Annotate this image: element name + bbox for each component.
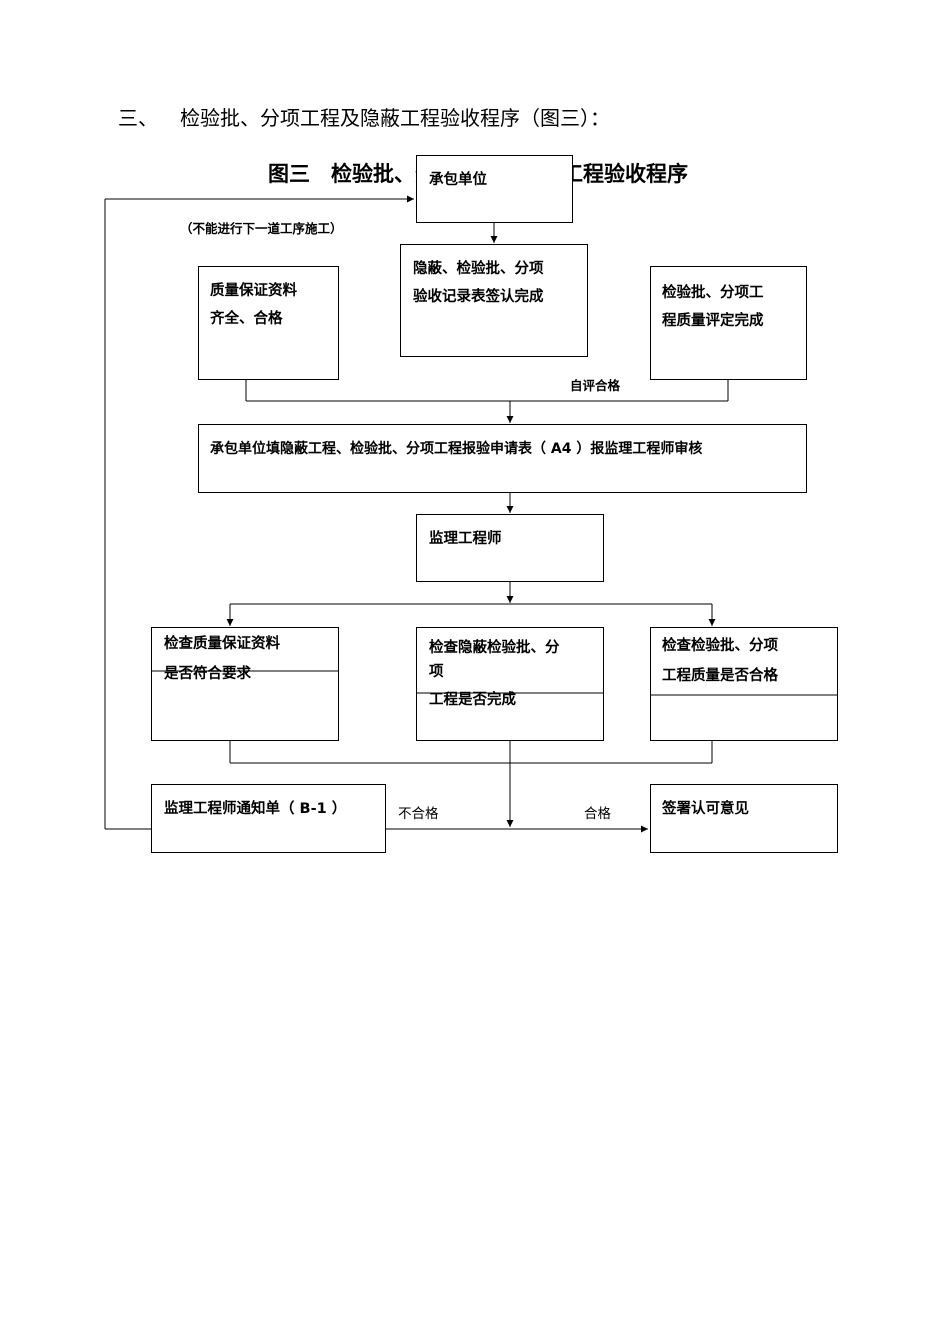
node-self-eval-line2: 程质量评定完成 <box>662 313 764 329</box>
label-self-pass: 自评合格 <box>570 378 621 393</box>
node-quality-docs-line2: 齐全、合格 <box>210 311 283 327</box>
node-check-hidden-line1: 检查隐蔽检验批、分 <box>429 640 560 656</box>
node-application-label: 承包单位填隐蔽工程、检验批、分项工程报验申请表（ A4 ）报监理工程师审核 <box>210 441 703 457</box>
node-notice: 监理工程师通知单（ B-1 ） <box>151 784 386 853</box>
node-check-quality: 检查检验批、分项 工程质量是否合格 <box>650 627 838 741</box>
section-number: 三、 <box>118 106 158 130</box>
node-supervisor-label: 监理工程师 <box>429 531 502 547</box>
label-no-next-step: （不能进行下一道工序施工） <box>180 221 343 236</box>
node-supervisor: 监理工程师 <box>416 514 604 582</box>
section-heading: 三、检验批、分项工程及隐蔽工程验收程序（图三）： <box>118 102 610 131</box>
node-contractor-label: 承包单位 <box>429 172 487 188</box>
node-check-quality-line2: 工程质量是否合格 <box>662 668 778 684</box>
node-quality-docs: 质量保证资料 齐全、合格 <box>198 266 339 380</box>
node-check-docs: 检查质量保证资料 是否符合要求 <box>151 627 339 741</box>
node-approve-label: 签署认可意见 <box>662 801 749 817</box>
node-hidden-record: 隐蔽、检验批、分项 验收记录表签认完成 <box>400 244 588 357</box>
node-hidden-record-line2: 验收记录表签认完成 <box>413 289 544 305</box>
node-approve: 签署认可意见 <box>650 784 838 853</box>
node-quality-docs-line1: 质量保证资料 <box>210 283 297 299</box>
node-check-quality-line1: 检查检验批、分项 <box>662 638 778 654</box>
node-check-docs-line1: 检查质量保证资料 <box>164 636 280 652</box>
node-check-docs-line2: 是否符合要求 <box>164 666 251 682</box>
node-contractor: 承包单位 <box>416 155 573 223</box>
node-application: 承包单位填隐蔽工程、检验批、分项工程报验申请表（ A4 ）报监理工程师审核 <box>198 424 807 493</box>
node-check-hidden: 检查隐蔽检验批、分 项 工程是否完成 <box>416 627 604 741</box>
label-pass: 合格 <box>584 806 611 822</box>
node-check-hidden-line2: 项 <box>429 664 444 680</box>
section-heading-text: 检验批、分项工程及隐蔽工程验收程序（图三）： <box>180 106 610 130</box>
node-hidden-record-line1: 隐蔽、检验批、分项 <box>413 261 544 277</box>
node-self-eval: 检验批、分项工 程质量评定完成 <box>650 266 807 380</box>
node-check-hidden-line3: 工程是否完成 <box>429 692 516 708</box>
label-fail: 不合格 <box>398 806 439 822</box>
node-self-eval-line1: 检验批、分项工 <box>662 285 764 301</box>
node-notice-label: 监理工程师通知单（ B-1 ） <box>164 801 347 817</box>
